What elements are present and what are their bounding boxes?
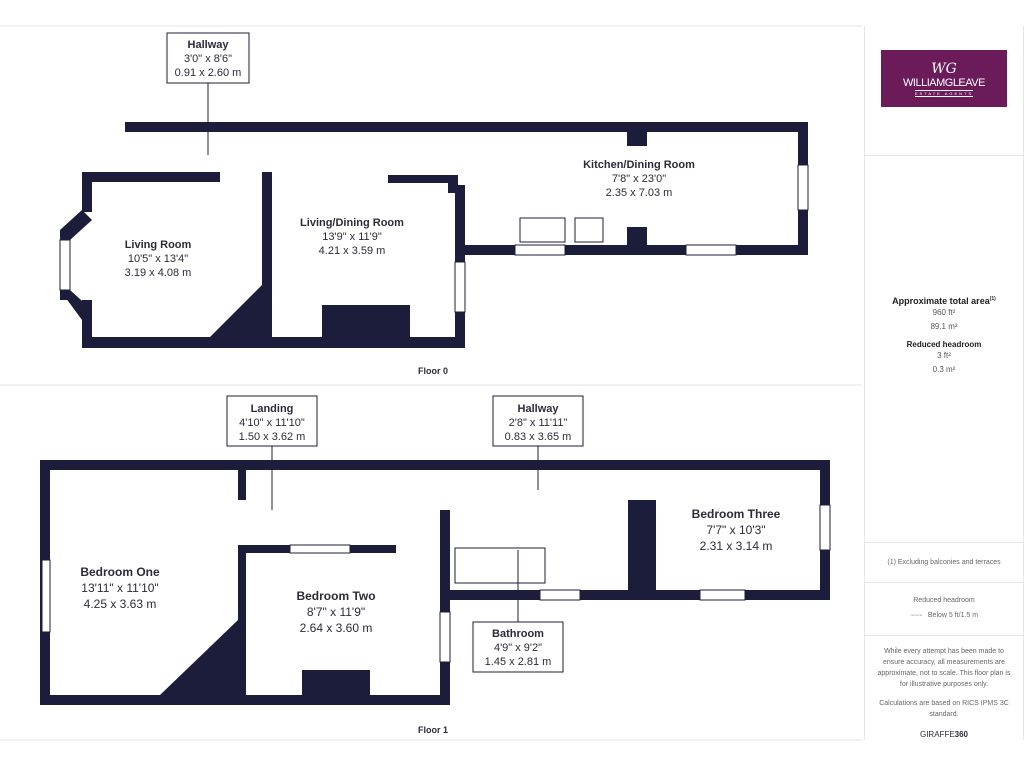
svg-text:0.91 x 2.60 m: 0.91 x 2.60 m bbox=[175, 67, 242, 79]
svg-text:3.19 x 4.08 m: 3.19 x 4.08 m bbox=[125, 267, 192, 279]
svg-text:4'10" x 11'10": 4'10" x 11'10" bbox=[239, 417, 305, 429]
disclaimer-section: While every attempt has been made to ens… bbox=[865, 636, 1023, 749]
footnote: (1) Excluding balconies and terraces bbox=[865, 543, 1023, 583]
svg-text:1.45 x 2.81 m: 1.45 x 2.81 m bbox=[485, 656, 552, 668]
svg-text:Bedroom One: Bedroom One bbox=[80, 565, 160, 579]
svg-text:Kitchen/Dining Room: Kitchen/Dining Room bbox=[583, 159, 695, 171]
svg-text:1.50 x 3.62 m: 1.50 x 3.62 m bbox=[239, 431, 306, 443]
svg-text:Living Room: Living Room bbox=[125, 239, 192, 251]
svg-text:8'7" x 11'9": 8'7" x 11'9" bbox=[307, 605, 365, 619]
svg-text:Bedroom Two: Bedroom Two bbox=[296, 589, 375, 603]
svg-text:3'0" x 8'6": 3'0" x 8'6" bbox=[184, 53, 232, 65]
svg-text:Hallway: Hallway bbox=[518, 403, 560, 415]
info-panel: WG WILLIAMGLEAVE ESTATE AGENTS Approxima… bbox=[864, 26, 1024, 740]
floor-1-walls bbox=[40, 460, 831, 705]
svg-text:2.64 x 3.60 m: 2.64 x 3.60 m bbox=[300, 621, 373, 635]
floor-plan: Hallway 3'0" x 8'6" 0.91 x 2.60 m Living… bbox=[0, 25, 862, 741]
svg-text:4'9" x 9'2": 4'9" x 9'2" bbox=[494, 642, 542, 654]
svg-text:Hallway: Hallway bbox=[188, 39, 230, 51]
svg-text:Floor 0: Floor 0 bbox=[418, 366, 448, 376]
reduced-headroom-title: Reduced headroom bbox=[906, 340, 982, 349]
svg-text:4.25 x 3.63 m: 4.25 x 3.63 m bbox=[84, 597, 157, 611]
total-area-m: 89.1 m² bbox=[930, 322, 958, 331]
svg-text:Floor 1: Floor 1 bbox=[418, 725, 448, 735]
svg-text:2.35 x 7.03 m: 2.35 x 7.03 m bbox=[606, 187, 673, 199]
area-section: Approximate total area(1) 960 ft² 89.1 m… bbox=[865, 156, 1023, 543]
giraffe360-brand: GIRAFFE360 bbox=[919, 730, 969, 739]
logo-section: WG WILLIAMGLEAVE ESTATE AGENTS bbox=[865, 50, 1023, 156]
svg-text:2.31 x 3.14 m: 2.31 x 3.14 m bbox=[700, 539, 773, 553]
total-area-title: Approximate total area bbox=[892, 296, 990, 306]
svg-text:7'7" x 10'3": 7'7" x 10'3" bbox=[706, 523, 765, 537]
svg-text:7'8" x 23'0": 7'8" x 23'0" bbox=[612, 173, 666, 185]
svg-text:2'8" x 11'11": 2'8" x 11'11" bbox=[509, 417, 568, 429]
svg-text:0.83 x 3.65 m: 0.83 x 3.65 m bbox=[505, 431, 572, 443]
floor-0-walls bbox=[59, 122, 809, 348]
total-area-ft: 960 ft² bbox=[932, 308, 956, 317]
svg-text:Landing: Landing bbox=[251, 403, 294, 415]
svg-text:4.21 x 3.59 m: 4.21 x 3.59 m bbox=[319, 245, 386, 257]
svg-text:Bedroom Three: Bedroom Three bbox=[692, 507, 781, 521]
hallway-callout bbox=[166, 32, 250, 84]
room-labels: Hallway 3'0" x 8'6" 0.91 x 2.60 m Living… bbox=[80, 32, 781, 735]
svg-text:13'9" x 11'9": 13'9" x 11'9" bbox=[322, 231, 382, 243]
svg-text:10'5" x 13'4": 10'5" x 13'4" bbox=[128, 253, 188, 265]
svg-text:Living/Dining Room: Living/Dining Room bbox=[300, 217, 404, 229]
william-gleave-logo: WG WILLIAMGLEAVE ESTATE AGENTS bbox=[881, 50, 1007, 107]
svg-text:13'11" x 11'10": 13'11" x 11'10" bbox=[81, 581, 158, 595]
legend: Reduced headroom ·········Below 5 ft/1.5… bbox=[865, 583, 1023, 636]
svg-text:Bathroom: Bathroom bbox=[492, 628, 544, 640]
dotted-line-icon: ········· bbox=[909, 612, 923, 619]
